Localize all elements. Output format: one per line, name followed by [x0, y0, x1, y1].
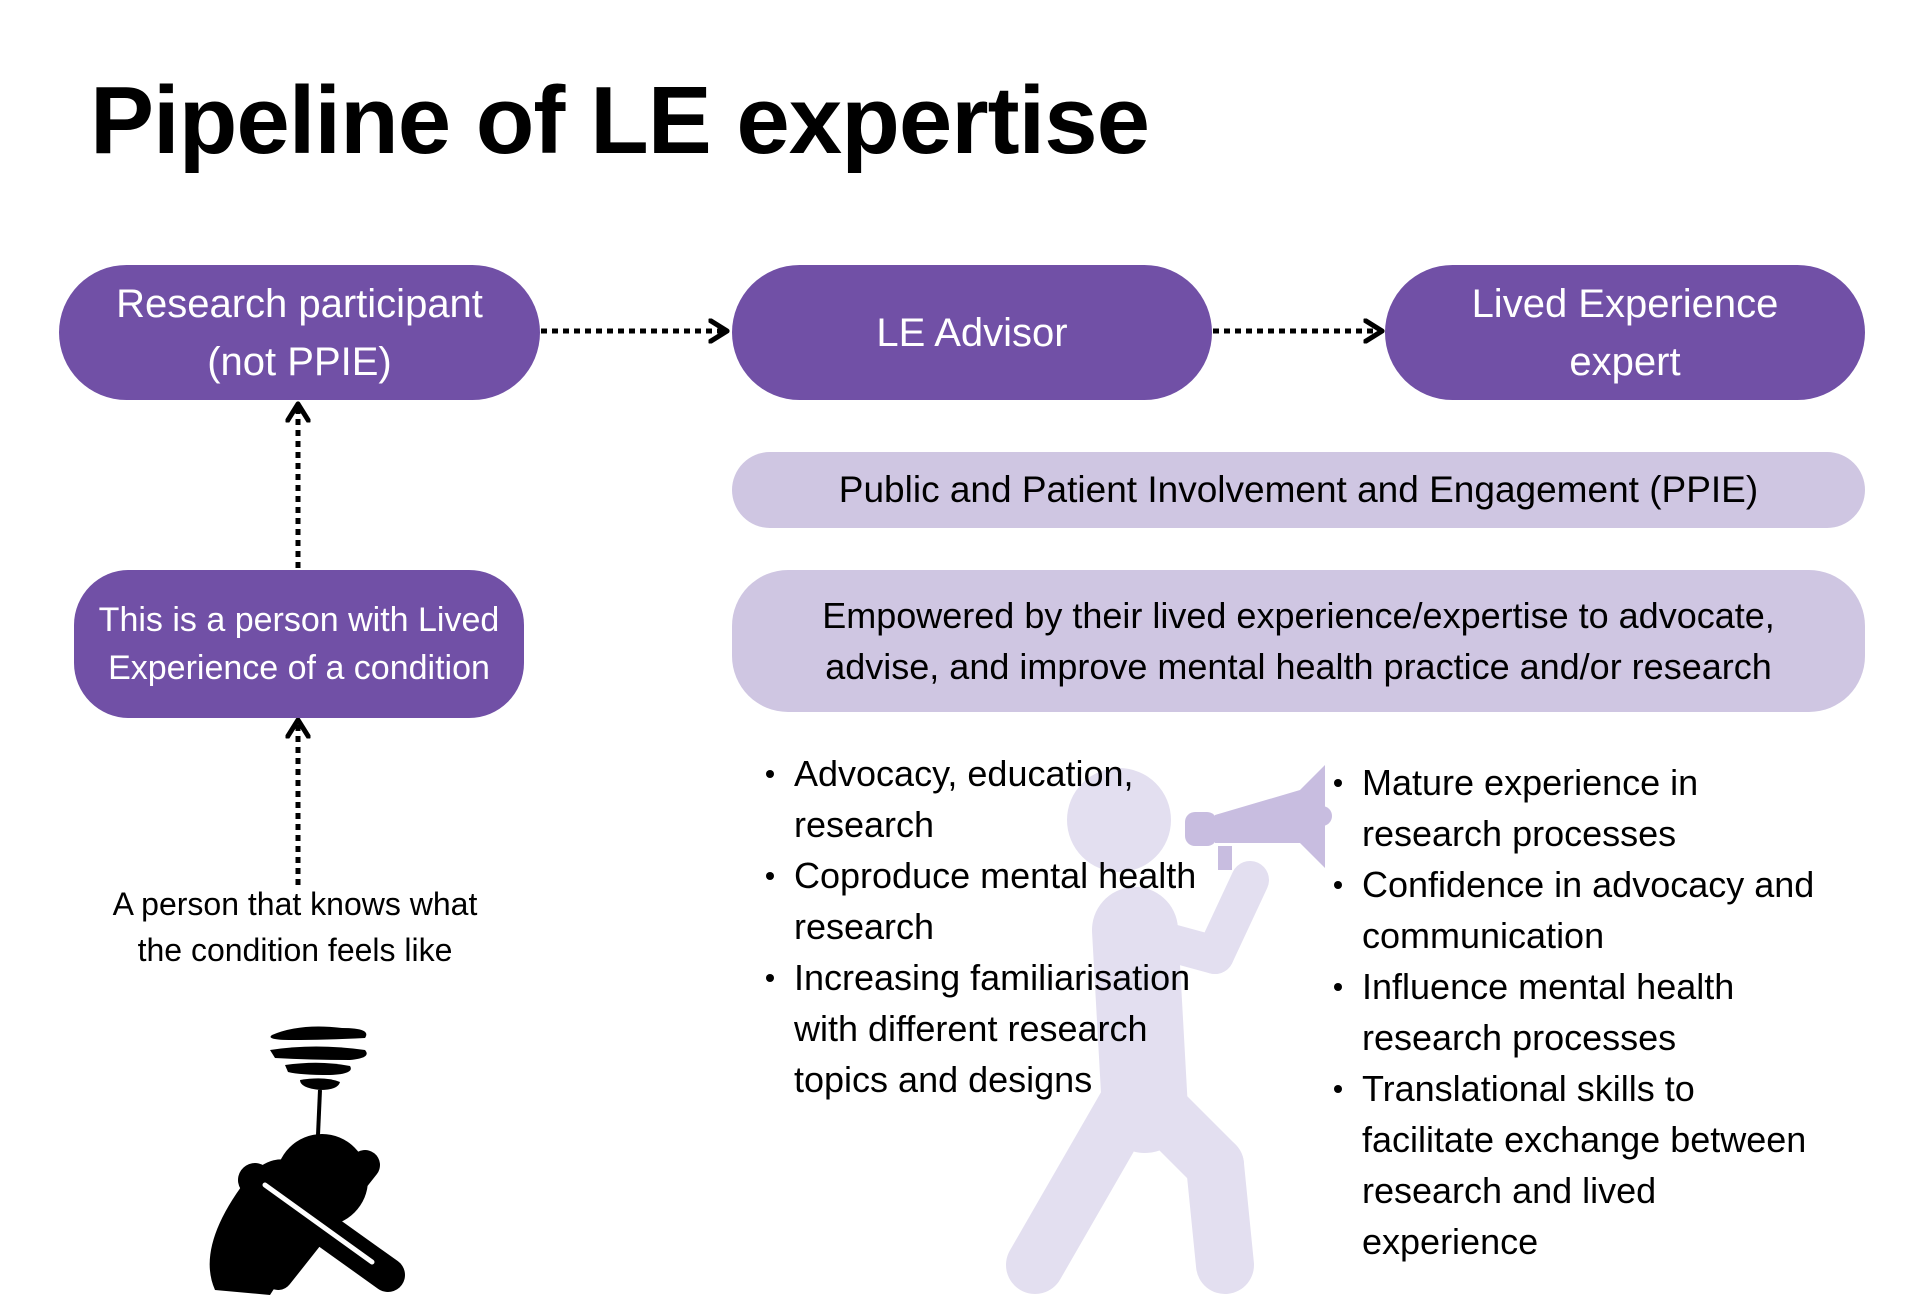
empowered-banner-line: Empowered by their lived experience/expe… — [822, 595, 1775, 636]
list-item-line: research processes — [1362, 813, 1677, 854]
advisor-points-list: Advocacy, education, research Coproduce … — [762, 748, 1232, 1105]
empowered-banner: Empowered by their lived experience/expe… — [732, 570, 1865, 712]
list-item-line: Increasing familiarisation — [794, 957, 1191, 998]
person-caption: A person that knows what the condition f… — [60, 881, 530, 973]
person-description-box: This is a person with Lived Experience o… — [74, 570, 524, 718]
list-item: Coproduce mental health research — [762, 850, 1232, 952]
stage-lived-experience-expert: Lived Experience expert — [1385, 265, 1865, 400]
list-item-line: communication — [1362, 915, 1605, 956]
list-item: Confidence in advocacy and communication — [1330, 859, 1890, 961]
list-item-line: research — [794, 906, 935, 947]
list-item: Influence mental health research process… — [1330, 961, 1890, 1063]
ppie-banner-text: Public and Patient Involvement and Engag… — [838, 469, 1759, 510]
list-item-line: experience — [1362, 1221, 1539, 1262]
list-item-line: Translational skills to — [1362, 1068, 1695, 1109]
list-item: Translational skills to facilitate excha… — [1330, 1063, 1890, 1267]
list-item: Mature experience in research processes — [1330, 757, 1890, 859]
stage-label-line: Lived Experience — [1471, 281, 1779, 326]
list-item-line: Influence mental health — [1362, 966, 1735, 1007]
list-item-line: Coproduce mental health — [794, 855, 1197, 896]
list-item: Increasing familiarisation with differen… — [762, 952, 1232, 1105]
distressed-person-icon — [209, 1026, 405, 1295]
list-item-line: Advocacy, education, — [794, 753, 1134, 794]
stage-research-participant: Research participant (not PPIE) — [59, 265, 540, 400]
caption-line: A person that knows what — [112, 886, 478, 922]
person-description-line: Experience of a condition — [108, 649, 490, 687]
person-description-line: This is a person with Lived — [98, 601, 500, 639]
list-item-line: with different research — [794, 1008, 1148, 1049]
list-item-line: Confidence in advocacy and — [1362, 864, 1815, 905]
empowered-banner-line: advise, and improve mental health practi… — [825, 646, 1772, 687]
list-item-line: research — [794, 804, 935, 845]
stage-label-line: Research participant — [116, 281, 483, 326]
list-item: Advocacy, education, research — [762, 748, 1232, 850]
ppie-banner: Public and Patient Involvement and Engag… — [732, 452, 1865, 528]
stage-label-line: expert — [1569, 339, 1681, 384]
list-item-line: topics and designs — [794, 1059, 1093, 1100]
stage-label: LE Advisor — [876, 310, 1068, 355]
list-item-line: Mature experience in — [1362, 762, 1699, 803]
list-item-line: research and lived — [1362, 1170, 1657, 1211]
list-item-line: facilitate exchange between — [1362, 1119, 1807, 1160]
expert-points-list: Mature experience in research processes … — [1330, 757, 1890, 1267]
list-item-line: research processes — [1362, 1017, 1677, 1058]
page-title: Pipeline of LE expertise — [90, 67, 1150, 174]
caption-line: the condition feels like — [137, 932, 453, 968]
stage-le-advisor: LE Advisor — [732, 265, 1212, 400]
stage-label-line: (not PPIE) — [207, 339, 392, 384]
